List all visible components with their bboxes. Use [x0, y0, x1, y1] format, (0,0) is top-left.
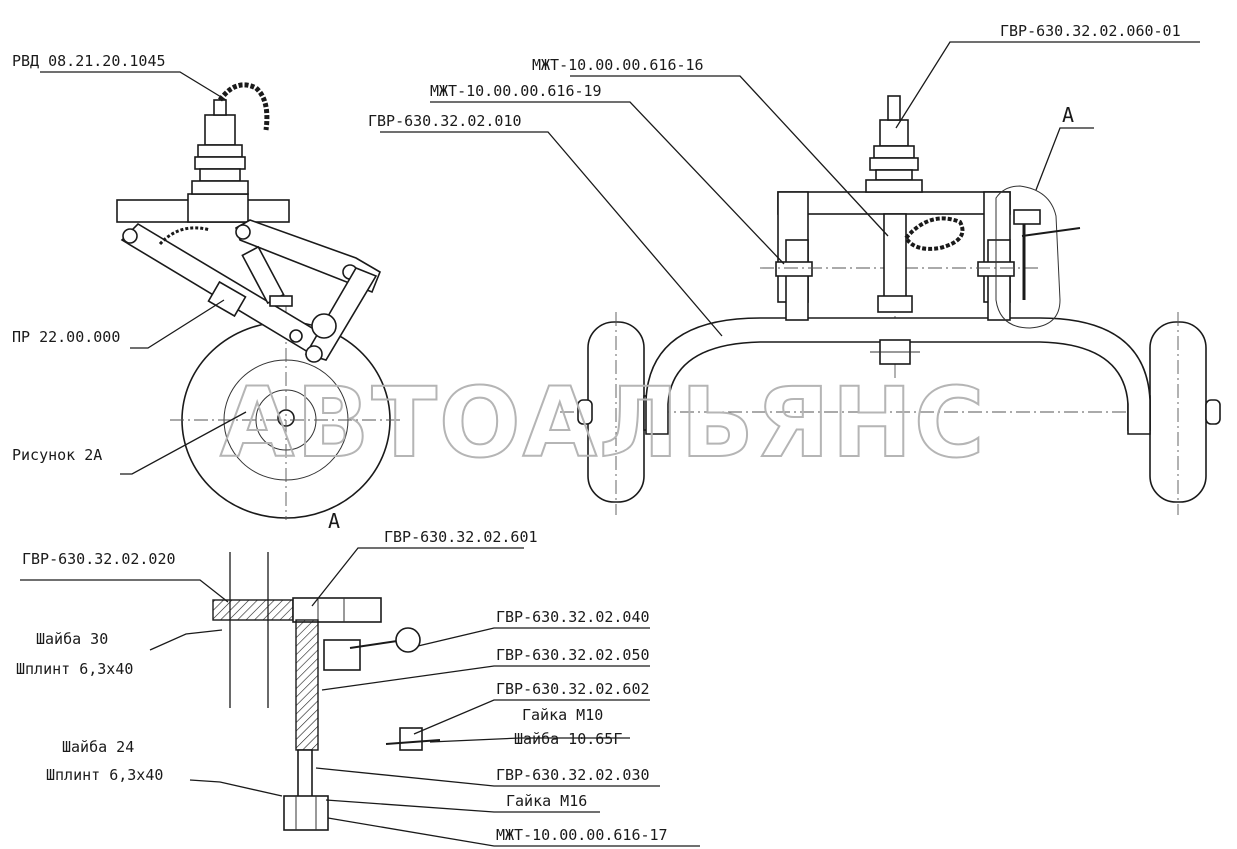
label-gvr060: ГВР-630.32.02.060-01 [1000, 22, 1181, 40]
watermark: АВТОАЛЬЯНС [220, 367, 986, 479]
label-detail-a-title: A [328, 509, 340, 533]
labels: РВД 08.21.20.1045 ПР 22.00.000 Рисунок 2… [12, 22, 1181, 844]
side-cylinder [204, 114, 236, 146]
label-gvr601: ГВР-630.32.02.601 [384, 528, 538, 546]
leader-lines [20, 41, 1200, 847]
label-mzht616-16: МЖТ-10.00.00.616-16 [532, 56, 704, 74]
label-gvr602: ГВР-630.32.02.602 [496, 680, 650, 698]
label-view-a: A [1062, 103, 1074, 127]
label-gvr030: ГВР-630.32.02.030 [496, 766, 650, 784]
label-gvr020: ГВР-630.32.02.020 [22, 550, 176, 568]
label-washer30: Шайба 30 [36, 630, 108, 648]
detail-rod [295, 619, 319, 751]
front-view [560, 95, 1221, 515]
detail-a [212, 552, 441, 831]
label-pin1: Шплинт 6,3х40 [16, 660, 133, 678]
detail-bottom-nut [283, 795, 329, 831]
label-pr: ПР 22.00.000 [12, 328, 120, 346]
label-mzht616-17: МЖТ-10.00.00.616-17 [496, 826, 668, 844]
side-view [116, 82, 400, 520]
label-washer10: Шайба 10.65Г [514, 730, 622, 748]
label-gvr050: ГВР-630.32.02.050 [496, 646, 650, 664]
label-gvr040: ГВР-630.32.02.040 [496, 608, 650, 626]
label-mzht616-19: МЖТ-10.00.00.616-19 [430, 82, 602, 100]
detail-a-outline [995, 185, 1061, 329]
detail-ball [395, 627, 421, 653]
label-rvd: РВД 08.21.20.1045 [12, 52, 166, 70]
side-hose [217, 82, 270, 131]
label-nut10: Гайка М10 [522, 706, 603, 724]
label-nut16: Гайка М16 [506, 792, 587, 810]
front-top-frame [777, 191, 1011, 215]
label-pin2: Шплинт 6,3х40 [46, 766, 163, 784]
label-fig2a: Рисунок 2А [12, 446, 102, 464]
label-gvr010: ГВР-630.32.02.010 [368, 112, 522, 130]
detail-pin [212, 599, 294, 621]
label-washer24: Шайба 24 [62, 738, 134, 756]
